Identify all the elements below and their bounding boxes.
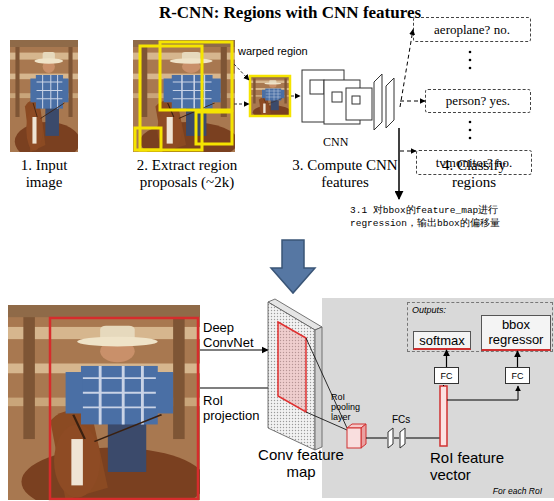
projection-arrow bbox=[200, 387, 284, 388]
class-box: person? yes. bbox=[425, 89, 531, 113]
node-text: FC bbox=[441, 371, 453, 381]
connector-arrow bbox=[400, 30, 413, 108]
layer-label: RoI pooling layer bbox=[331, 392, 373, 422]
step-caption: 1. Input image bbox=[2, 157, 86, 191]
warped-photo bbox=[250, 76, 291, 119]
layer-label: FCs bbox=[392, 414, 422, 425]
title-text: R-CNN: Regions with CNN features bbox=[110, 3, 470, 23]
softmax-box: softmax bbox=[413, 331, 471, 350]
fast-rcnn-photo bbox=[8, 305, 206, 501]
input-label: RoI projection bbox=[203, 393, 265, 423]
proposal-photo bbox=[133, 40, 238, 161]
roi-region bbox=[278, 322, 306, 412]
connector-arrow bbox=[400, 101, 425, 102]
fc-box: FC bbox=[434, 367, 459, 384]
step-caption: 3. Compute CNN features bbox=[284, 157, 406, 191]
feature-map bbox=[268, 302, 315, 450]
node-text: Outputs: bbox=[412, 305, 446, 315]
outputs-group: Outputs: softmax bbox regressor bbox=[407, 302, 553, 352]
cnn-layers bbox=[302, 70, 394, 130]
node-text: person? yes. bbox=[446, 93, 510, 109]
feature-map-top bbox=[268, 299, 322, 330]
warped-border bbox=[250, 76, 290, 116]
input-label: Deep ConvNet bbox=[203, 320, 263, 350]
step-caption: 4. Classify regions bbox=[418, 157, 530, 191]
cnn-block: CNN bbox=[295, 62, 400, 152]
region-proposals bbox=[135, 42, 232, 150]
annotation-text: warped region bbox=[238, 45, 328, 57]
feature-map-side bbox=[315, 327, 322, 450]
node-text: FC bbox=[512, 371, 524, 381]
vector-label: RoI feature vector bbox=[430, 449, 540, 483]
class-box: aeroplane? no. bbox=[413, 17, 531, 42]
step-caption: 2. Extract region proposals (~2k) bbox=[112, 157, 262, 191]
regression-arrow bbox=[398, 128, 400, 199]
connector-arrow bbox=[400, 151, 416, 152]
node-text: CNN bbox=[323, 135, 348, 150]
roi-box bbox=[50, 318, 198, 499]
warp-arrows bbox=[234, 64, 300, 104]
node-text: softmax bbox=[419, 333, 465, 348]
node-text: For each RoI bbox=[493, 486, 542, 496]
note-text: 3.1 对bbox的feature_map进行 regression，输出bbo… bbox=[350, 204, 538, 230]
node-text: bbox regressor bbox=[482, 318, 550, 347]
bbox-regressor-box: bbox regressor bbox=[481, 315, 551, 351]
node-text: aeroplane? no. bbox=[434, 22, 510, 38]
transition-arrow bbox=[271, 240, 315, 293]
input-photo bbox=[10, 40, 80, 161]
feature-map-label: Conv feature map bbox=[258, 446, 344, 480]
fc-box: FC bbox=[505, 367, 530, 384]
